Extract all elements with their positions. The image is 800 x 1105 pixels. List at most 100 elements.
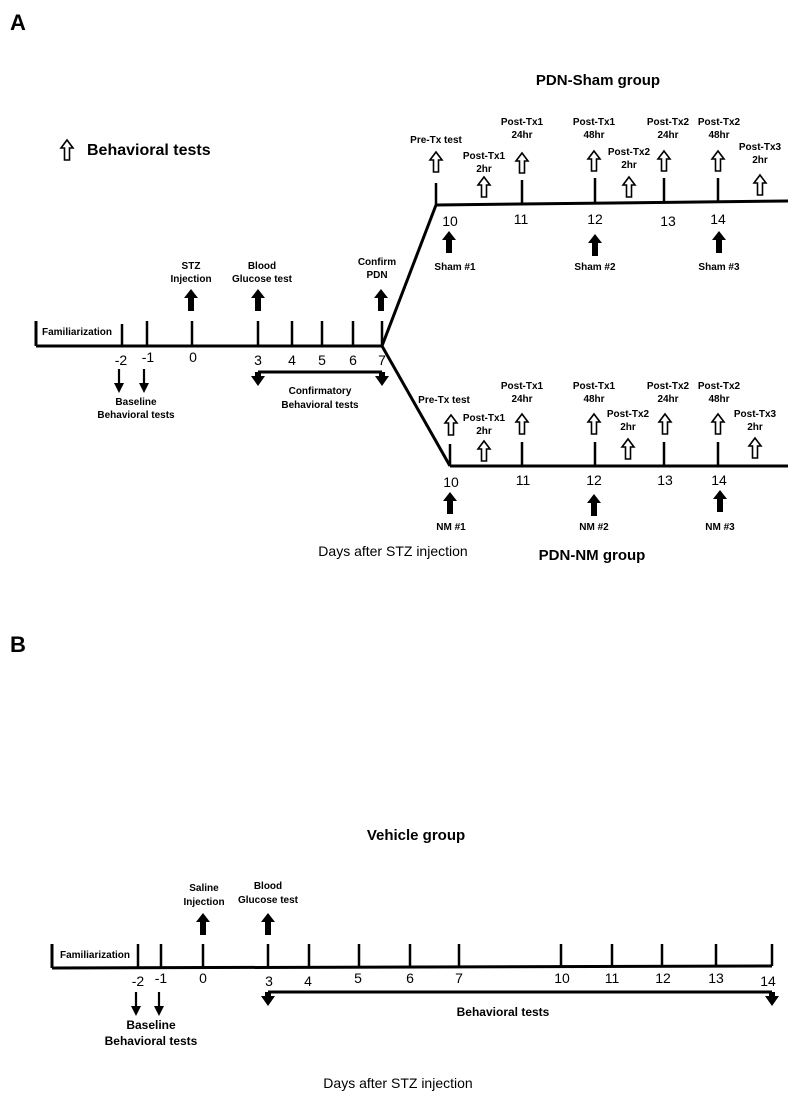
day-label: 4: [304, 973, 312, 989]
panel-a-axis-caption: Days after STZ injection: [318, 543, 467, 559]
vehicle-baseline-down-arrow-icon: [129, 990, 143, 1018]
day-label: 14: [710, 211, 726, 227]
vehicle-blood-label-line2: Glucose test: [238, 895, 299, 906]
sham-post-tx2-2hr-line2: 2hr: [621, 160, 637, 171]
sham-post-tx2-24hr-line1: Post-Tx2: [647, 117, 690, 128]
nm-treatment-arrow-icon: [713, 490, 727, 512]
day-label: -1: [142, 349, 155, 365]
sham-pretx-label: Pre-Tx test: [410, 135, 462, 146]
day-label: -2: [132, 973, 145, 989]
nm-post-tx2-24hr-line1: Post-Tx2: [647, 381, 690, 392]
test-hollow-arrow-icon: [621, 438, 635, 460]
nm-treatment-3: NM #3: [705, 522, 735, 533]
day-label: 11: [514, 211, 529, 227]
sham-post-tx3-2hr-line1: Post-Tx3: [739, 142, 782, 153]
baseline-down-arrow-icon: [137, 367, 151, 395]
day-label: 11: [605, 970, 620, 986]
day-label: -1: [155, 970, 168, 986]
nm-post-tx1-2hr-line2: 2hr: [476, 426, 492, 437]
vehicle-group-title: Vehicle group: [367, 827, 465, 844]
vehicle-familiarization-label: Familiarization: [60, 950, 130, 961]
day-label: 12: [587, 211, 603, 227]
test-hollow-arrow-icon: [622, 176, 636, 198]
nm-post-tx3-2hr-line1: Post-Tx3: [734, 409, 777, 420]
day-label: -2: [115, 352, 128, 368]
sham-post-tx1-48hr-line2: 48hr: [583, 130, 604, 141]
nm-post-tx1-48hr-line2: 48hr: [583, 394, 604, 405]
nm-post-tx1-24hr-line1: Post-Tx1: [501, 381, 544, 392]
day-label: 10: [554, 970, 570, 986]
nm-post-tx3-2hr-line2: 2hr: [747, 422, 763, 433]
nm-branch-ticks: [448, 442, 720, 466]
stz-label-line1: STZ: [182, 261, 201, 272]
day-label: 3: [254, 352, 262, 368]
vehicle-baseline-down-arrow-icon: [152, 990, 166, 1018]
day-label: 10: [443, 474, 459, 490]
nm-pretx-label: Pre-Tx test: [418, 395, 470, 406]
nm-treatment-1: NM #1: [436, 522, 466, 533]
familiarization-label: Familiarization: [42, 327, 112, 338]
main-day-labels: -2 -1 0 3 4 5 6 7: [115, 349, 386, 368]
nm-post-tx2-48hr-line2: 48hr: [708, 394, 729, 405]
sham-post-tx2-48hr-line1: Post-Tx2: [698, 117, 741, 128]
nm-post-tx1-2hr-line1: Post-Tx1: [463, 413, 506, 424]
baseline-label-line1: Baseline: [115, 397, 157, 408]
nm-post-tx2-2hr-line1: Post-Tx2: [607, 409, 650, 420]
vehicle-timeline: [50, 944, 774, 970]
sham-post-tx2-48hr-line2: 48hr: [708, 130, 729, 141]
blood-label-line2: Glucose test: [232, 274, 293, 285]
day-label: 10: [442, 213, 458, 229]
blood-up-arrow-icon: [251, 289, 265, 311]
sham-post-tx3-2hr-line2: 2hr: [752, 155, 768, 166]
sham-post-tx1-24hr-line2: 24hr: [511, 130, 532, 141]
test-hollow-arrow-icon: [515, 152, 529, 174]
nm-post-tx2-48hr-line1: Post-Tx2: [698, 381, 741, 392]
day-label: 13: [660, 213, 676, 229]
day-label: 13: [657, 472, 673, 488]
confirmatory-label-line2: Behavioral tests: [281, 400, 359, 411]
legend-behavioral-tests: Behavioral tests: [87, 142, 211, 159]
nm-treatment-2: NM #2: [579, 522, 609, 533]
vehicle-baseline-line1: Baseline: [126, 1018, 176, 1032]
stz-up-arrow-icon: [184, 289, 198, 311]
vehicle-blood-label-line1: Blood: [254, 881, 282, 892]
nm-treatment-arrow-icon: [587, 494, 601, 516]
panel-b-letter: B: [10, 632, 26, 657]
test-hollow-arrow-icon: [658, 413, 672, 435]
day-label: 7: [455, 970, 463, 986]
nm-post-tx2-24hr-line2: 24hr: [657, 394, 678, 405]
test-hollow-arrow-icon: [515, 413, 529, 435]
vehicle-behavioral-label: Behavioral tests: [457, 1005, 550, 1019]
stz-label-line2: Injection: [170, 274, 211, 285]
day-label: 0: [199, 970, 207, 986]
day-label: 0: [189, 349, 197, 365]
baseline-label-line2: Behavioral tests: [97, 410, 175, 421]
main-timeline: [34, 199, 789, 468]
day-label: 4: [288, 352, 296, 368]
sham-treatment-arrow-icon: [442, 231, 456, 253]
day-label: 3: [265, 973, 273, 989]
sham-treatment-arrow-icon: [712, 231, 726, 253]
saline-label-line2: Injection: [183, 897, 224, 908]
day-label: 13: [708, 970, 724, 986]
confirmatory-bracket: [251, 370, 389, 386]
test-hollow-arrow-icon: [477, 440, 491, 462]
sham-treatment-2: Sham #2: [574, 262, 616, 273]
vehicle-baseline-line2: Behavioral tests: [105, 1034, 198, 1048]
sham-post-tx1-24hr-line1: Post-Tx1: [501, 117, 544, 128]
test-hollow-arrow-icon: [748, 437, 762, 459]
day-label: 12: [586, 472, 602, 488]
test-hollow-arrow-icon: [429, 151, 443, 173]
nm-treatment-arrow-icon: [443, 492, 457, 514]
test-hollow-arrow-icon: [711, 413, 725, 435]
test-hollow-arrow-icon: [753, 174, 767, 196]
bracket-down-arrow-icon: [261, 992, 275, 1006]
sham-day-labels: 10 11 12 13 14: [442, 211, 726, 229]
saline-up-arrow-icon: [196, 913, 210, 935]
test-hollow-arrow-icon: [587, 150, 601, 172]
sham-post-tx2-24hr-line2: 24hr: [657, 130, 678, 141]
nm-post-tx2-2hr-line2: 2hr: [620, 422, 636, 433]
sham-post-tx2-2hr-line1: Post-Tx2: [608, 147, 651, 158]
test-hollow-arrow-icon: [657, 150, 671, 172]
